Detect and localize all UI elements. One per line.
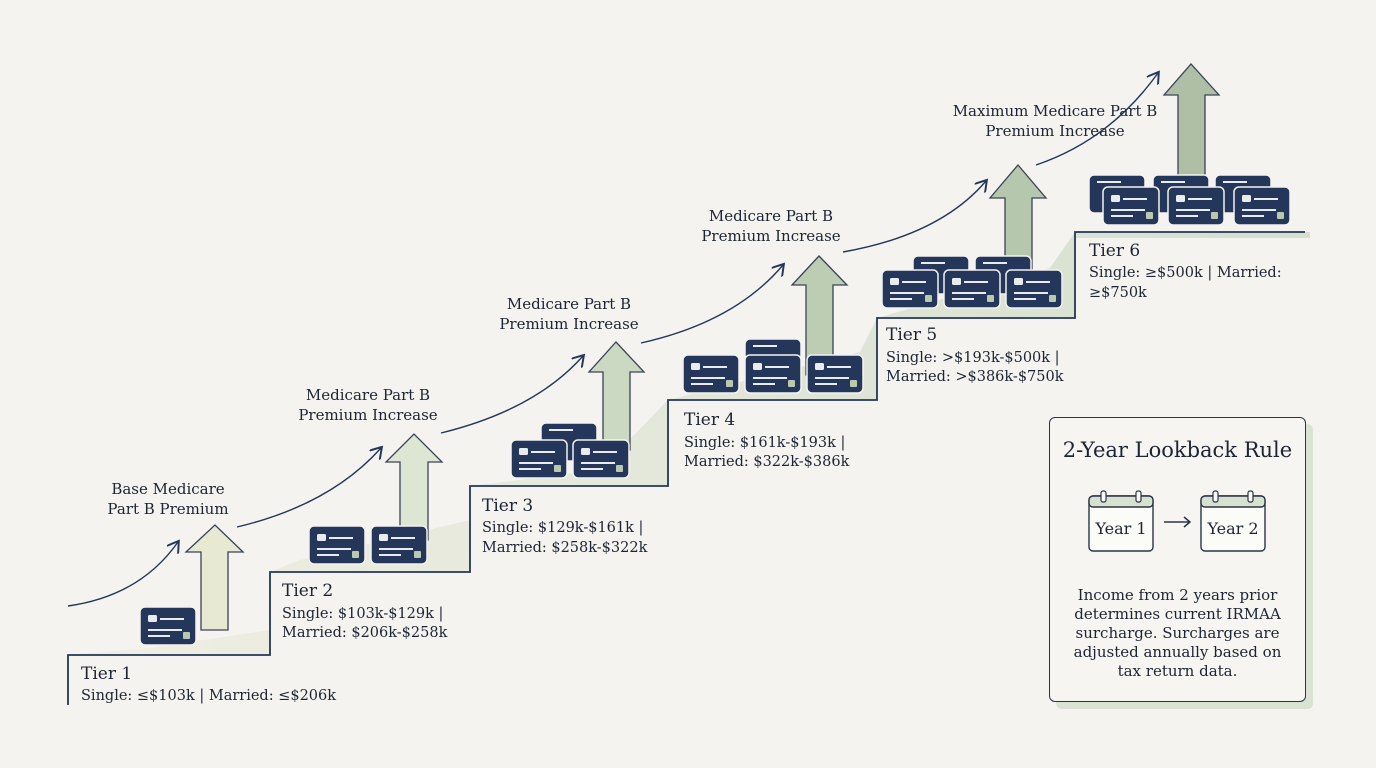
tier-income: Single: ≤$103k | Married: ≤$206k (81, 688, 337, 704)
credit-card-icon (744, 354, 802, 394)
year-1-label: Year 1 (1095, 519, 1147, 538)
bump-label-4: Medicare Part B Premium Increase (701, 207, 841, 245)
year-2-label: Year 2 (1207, 519, 1259, 538)
tier-income: Single: $161k-$193k | (684, 435, 846, 451)
credit-card-icon (1005, 269, 1063, 309)
curve-arrow-6 (1035, 73, 1158, 166)
credit-card-icon (139, 606, 197, 646)
lookback-panel: 2-Year Lookback Rule Year 1 Year 2 Incom… (1049, 417, 1306, 702)
credit-card-icon (370, 525, 428, 565)
tier-title: Tier 2 (282, 581, 334, 601)
tier-income: Married: $322k-$386k (684, 454, 850, 470)
tier-income: Single: $129k-$161k | (482, 520, 644, 536)
tier-title: Tier 3 (482, 496, 534, 516)
tier-income: Single: >$193k-$500k | (886, 350, 1060, 366)
up-arrow-icon (587, 341, 646, 451)
tier-income: Married: $206k-$258k (282, 625, 448, 641)
up-arrow-icon (384, 433, 444, 541)
tier-income: Single: ≥$500k | Married: (1089, 265, 1282, 281)
credit-card-icon (572, 439, 630, 479)
bump-label-3: Medicare Part B Premium Increase (499, 295, 639, 333)
tier-title: Tier 6 (1089, 241, 1141, 261)
credit-card-icon (682, 354, 740, 394)
curve-arrow-2 (236, 448, 381, 528)
bump-label-5: Maximum Medicare Part B Premium Increase (952, 102, 1158, 140)
curve-arrow-4 (640, 265, 783, 344)
credit-card-icon (806, 354, 864, 394)
lookback-title: 2-Year Lookback Rule (1062, 438, 1293, 462)
staircase-line (67, 231, 1305, 705)
credit-card-icon (510, 439, 568, 479)
credit-card-icon (881, 269, 939, 309)
credit-card-icon (943, 269, 1001, 309)
bump-label-2: Medicare Part B Premium Increase (298, 386, 438, 424)
bump-label-1: Base Medicare Part B Premium (107, 480, 229, 518)
curve-arrow-3 (440, 356, 583, 434)
calendar-icon: Year 2 (1200, 490, 1266, 552)
up-arrow-icon (184, 524, 245, 631)
credit-card-icon (308, 525, 366, 565)
calendar-icon: Year 1 (1088, 490, 1154, 552)
credit-card-icon (1233, 186, 1291, 226)
tier-income: Married: $258k-$322k (482, 540, 648, 556)
right-arrow-icon (1164, 516, 1192, 528)
tier-income: Single: $103k-$129k | (282, 606, 444, 622)
tier-title: Tier 5 (886, 325, 938, 345)
curve-arrow-5 (842, 181, 986, 253)
tier-title: Tier 4 (684, 410, 736, 430)
credit-card-icon (1167, 186, 1225, 226)
credit-card-icon (1102, 186, 1160, 226)
tier-title: Tier 1 (81, 664, 133, 684)
lookback-note: Income from 2 years prior determines cur… (1073, 586, 1282, 680)
curve-arrow-1 (67, 542, 178, 607)
tier-income: ≥$750k (1089, 285, 1147, 301)
tier-income: Married: >$386k-$750k (886, 369, 1064, 385)
